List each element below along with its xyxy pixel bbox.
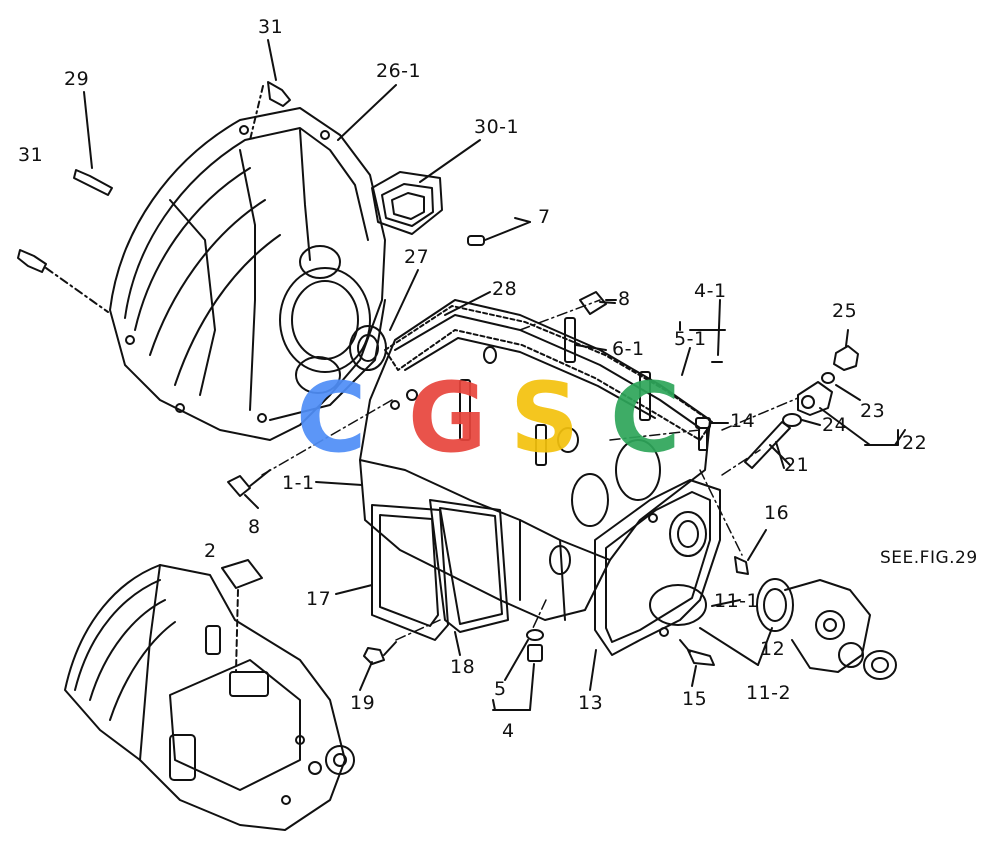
callout-16: 16 [764, 502, 790, 524]
bolt-15 [679, 639, 715, 666]
callout-17: 17 [306, 588, 332, 610]
callout-14: 14 [730, 410, 756, 432]
nut-25 [833, 345, 859, 371]
callout-4: 4 [502, 720, 515, 742]
rear-cover-part [594, 479, 721, 656]
callout-29: 29 [64, 68, 90, 90]
callout-12: 12 [760, 638, 786, 660]
callout-25: 25 [832, 300, 858, 322]
drain-plug-4 [526, 629, 544, 662]
gasket-18 [429, 499, 509, 633]
callout-5: 5 [494, 678, 507, 700]
callout-22: 22 [902, 432, 928, 454]
cover-17 [371, 504, 449, 641]
callout-11-1: 11-1 [714, 590, 760, 612]
callout-31-left: 31 [18, 144, 44, 166]
callout-4-1: 4-1 [694, 280, 727, 302]
watermark-letter-g: G [408, 362, 487, 474]
bolt-29 [73, 91, 113, 196]
o-ring-24 [782, 413, 802, 427]
callout-26-1: 26-1 [376, 60, 422, 82]
callout-23: 23 [860, 400, 886, 422]
callout-13: 13 [578, 692, 604, 714]
bolt-16 [734, 556, 749, 575]
see-figure-reference: SEE.FIG.29 [880, 548, 978, 568]
clutch-housing-part [109, 107, 386, 441]
shift-boot-part [371, 171, 443, 235]
bolt-14 [695, 417, 729, 451]
assembled-transmission [64, 564, 355, 831]
callout-24: 24 [822, 414, 848, 436]
switch-22 [797, 381, 833, 416]
bolt-19 [363, 641, 397, 665]
callout-8-top: 8 [618, 288, 631, 310]
callout-19: 19 [350, 692, 376, 714]
seal-27 [349, 325, 387, 371]
alignment-lines [261, 299, 799, 641]
pin-7 [467, 221, 531, 246]
callout-21: 21 [784, 454, 810, 476]
bolt-31-top [249, 81, 291, 141]
callout-27: 27 [404, 246, 430, 268]
callout-2: 2 [204, 540, 217, 562]
callout-15: 15 [682, 688, 708, 710]
callout-6-1: 6-1 [612, 338, 645, 360]
leader-lines [244, 39, 906, 711]
plug-8-top [579, 291, 617, 315]
stud-6-1 [564, 317, 607, 363]
callout-18: 18 [450, 656, 476, 678]
watermark-letter-c1: C [296, 362, 367, 474]
callout-5-1: 5-1 [674, 328, 707, 350]
callout-28: 28 [492, 278, 518, 300]
callout-1-1: 1-1 [282, 472, 315, 494]
flange-12 [756, 578, 897, 680]
callout-31-top: 31 [258, 16, 284, 38]
watermark-letter-c2: C [610, 362, 681, 474]
bolt-31-left [17, 249, 109, 313]
washer-23 [821, 372, 835, 384]
stud-case-1 [459, 379, 471, 441]
watermark-letter-s: S [510, 362, 580, 474]
callout-7: 7 [538, 206, 551, 228]
label-sticker-2 [221, 559, 263, 673]
callout-8-left: 8 [248, 516, 261, 538]
callout-11-2: 11-2 [746, 682, 792, 704]
stud-case-2 [535, 424, 547, 466]
callout-30-1: 30-1 [474, 116, 520, 138]
stud-case-3 [639, 371, 651, 421]
